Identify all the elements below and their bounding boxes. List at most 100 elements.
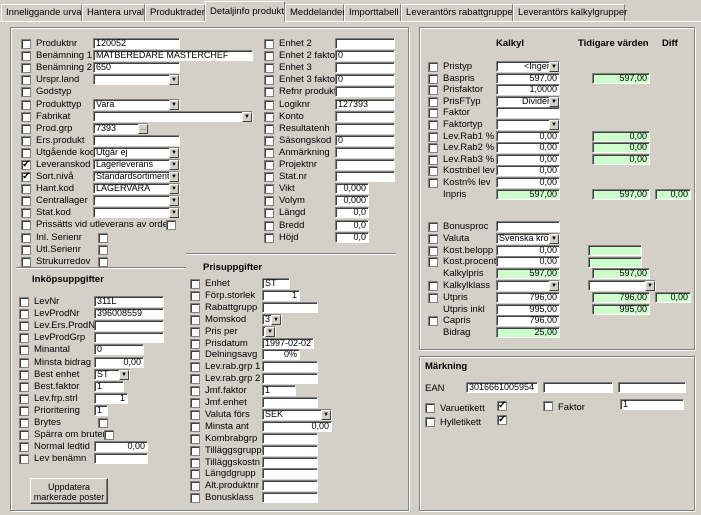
chevron-down-icon[interactable]: ▼ — [549, 62, 559, 72]
chevron-down-icon[interactable]: ▼ — [169, 99, 179, 110]
chevron-down-icon[interactable]: ▼ — [321, 409, 331, 420]
tab-importtabell[interactable]: Importtabell — [344, 4, 401, 21]
langdgrupp-input[interactable] — [262, 468, 318, 480]
chevron-down-icon[interactable]: ▼ — [242, 111, 252, 122]
minantal-checkbox[interactable] — [19, 345, 29, 356]
bidrag-input[interactable]: 25,00 — [496, 327, 560, 339]
enhet-3-input[interactable] — [335, 62, 395, 74]
resultatenh-checkbox[interactable] — [264, 123, 274, 134]
levnr-checkbox[interactable] — [19, 297, 29, 307]
fabrikat-checkbox[interactable] — [21, 111, 31, 122]
vikt-input[interactable]: 0,000 — [335, 183, 369, 195]
bredd-input[interactable]: 0,0 — [335, 219, 369, 231]
faktortyp-input[interactable] — [496, 119, 560, 130]
hylletikett-checkbox[interactable] — [425, 417, 435, 427]
benamning-1-checkbox[interactable] — [21, 51, 31, 62]
valuta-fors-input[interactable]: SEK — [262, 408, 332, 420]
chevron-down-icon[interactable]: ▼ — [549, 281, 559, 291]
anmarkning-checkbox[interactable] — [264, 147, 274, 158]
lev-ers-prodnr-input[interactable] — [94, 320, 164, 332]
projektnr-input[interactable] — [335, 159, 395, 170]
faktor-input[interactable] — [496, 107, 560, 119]
levprodnr-input[interactable]: 396008559 — [94, 308, 164, 320]
utpris-input[interactable]: 796,00 — [496, 291, 560, 303]
kalkylklass-checkbox[interactable] — [428, 281, 438, 291]
projektnr-checkbox[interactable] — [264, 160, 274, 170]
prisdatum-input[interactable]: 1997-02-02 — [262, 337, 314, 349]
kalkylklass-input[interactable] — [496, 280, 560, 291]
leveranskod-input[interactable]: Lagerleverans — [93, 159, 180, 170]
produkttyp-checkbox[interactable] — [21, 99, 31, 110]
prisdatum-checkbox[interactable] — [190, 338, 200, 349]
prisfaktor-checkbox[interactable] — [428, 85, 438, 96]
tab-inneliggande-urval[interactable]: Inneliggande urval — [1, 4, 84, 21]
tab-leverantors-kalkylgrupper[interactable]: Leverantörs kalkylgrupper — [513, 4, 627, 21]
strukurredov-checkbox[interactable] — [21, 257, 31, 267]
jmf-faktor-checkbox[interactable] — [190, 386, 200, 397]
produktnr-checkbox[interactable] — [21, 39, 31, 49]
langd-input[interactable]: 0,0 — [335, 207, 369, 219]
chevron-down-icon[interactable]: ▼ — [265, 326, 275, 337]
capris-checkbox[interactable] — [428, 316, 438, 327]
tab-meddelanden[interactable]: Meddelanden — [285, 4, 348, 21]
ers-produkt-checkbox[interactable] — [21, 135, 31, 146]
inl-serienr-value-checkbox[interactable] — [98, 233, 108, 243]
prisfaktor-input[interactable]: 1,0000 — [496, 84, 560, 96]
faktor-checkbox[interactable] — [428, 108, 438, 119]
sasongskod-checkbox[interactable] — [264, 135, 274, 146]
sparra-om-bruten-checkbox[interactable] — [19, 430, 29, 441]
tab-produktrader[interactable]: Produktrader — [145, 4, 205, 21]
tillaggsgrupp-checkbox[interactable] — [190, 445, 200, 456]
update-marked-button[interactable]: Uppdatera markerade poster — [30, 478, 108, 504]
kost-belopp-input[interactable]: 0,00 — [496, 244, 560, 256]
tillaggsgrupp-input[interactable] — [262, 444, 318, 456]
ers-produkt-input[interactable] — [93, 134, 180, 146]
minsta-ant-input[interactable]: 0,00 — [262, 420, 332, 432]
chevron-down-icon[interactable]: ▼ — [549, 233, 559, 244]
benamning-2-checkbox[interactable] — [21, 63, 31, 74]
urspr-land-input[interactable] — [93, 74, 180, 86]
hylletikett-value-checkbox[interactable] — [497, 414, 507, 426]
utl-serienr-checkbox[interactable] — [21, 245, 31, 255]
hojd-checkbox[interactable] — [264, 232, 274, 243]
sort-niva-input[interactable]: Standardsortiment — [93, 171, 180, 183]
best-enhet-input[interactable]: ST — [94, 368, 130, 380]
volym-input[interactable]: 0,000 — [335, 195, 369, 207]
levprodnr-checkbox[interactable] — [19, 309, 29, 320]
jmf-enhet-checkbox[interactable] — [190, 398, 200, 408]
godstyp-checkbox[interactable] — [21, 87, 31, 98]
ellipsis-icon[interactable]: … — [138, 123, 148, 134]
lev-rab3-checkbox[interactable] — [428, 154, 438, 165]
prisftyp-input[interactable]: Dividend — [496, 95, 560, 107]
chevron-down-icon[interactable]: ▼ — [169, 208, 179, 219]
lev-rab-grp-1-input[interactable] — [262, 361, 318, 373]
kost-procent-input[interactable]: 0,00 — [496, 256, 560, 268]
sasongskod-input[interactable]: 0 — [335, 134, 395, 146]
prissatts-checkbox[interactable] — [21, 220, 31, 230]
stat-kod-input[interactable] — [93, 207, 180, 219]
sparra-om-bruten-value-checkbox[interactable] — [104, 430, 114, 441]
chevron-down-icon[interactable]: ▼ — [169, 172, 179, 183]
utgaende-kod-input[interactable]: Utgår ej — [93, 146, 180, 158]
konto-checkbox[interactable] — [264, 111, 274, 122]
kombrabgrp-input[interactable] — [262, 432, 318, 444]
lev-rab-grp-2-checkbox[interactable] — [190, 374, 200, 385]
refnr-produkt-input[interactable] — [335, 86, 395, 98]
enhet-2-checkbox[interactable] — [264, 39, 274, 49]
kostnbel-lev-checkbox[interactable] — [428, 166, 438, 177]
kost-procent-checkbox[interactable] — [428, 257, 438, 268]
enhet-2-faktor-input[interactable]: 0 — [335, 50, 395, 62]
levnr-input[interactable]: 311L — [94, 296, 164, 307]
lev-ers-prodnr-checkbox[interactable] — [19, 321, 29, 332]
hojd-input[interactable]: 0,0 — [335, 231, 369, 243]
enhet-2-input[interactable] — [335, 38, 395, 49]
lev-frp-strl-input[interactable]: 1 — [94, 392, 128, 404]
chevron-down-icon[interactable]: ▼ — [549, 96, 559, 107]
chevron-down-icon[interactable]: ▼ — [549, 120, 559, 130]
urspr-land-checkbox[interactable] — [21, 75, 31, 86]
prioritering-input[interactable]: 1 — [94, 404, 108, 416]
rabattgrupp-input[interactable] — [262, 301, 318, 313]
valuta-fors-checkbox[interactable] — [190, 409, 200, 420]
kalkylpris-input[interactable]: 597,00 — [496, 268, 560, 280]
normal-ledtid-checkbox[interactable] — [19, 442, 29, 453]
